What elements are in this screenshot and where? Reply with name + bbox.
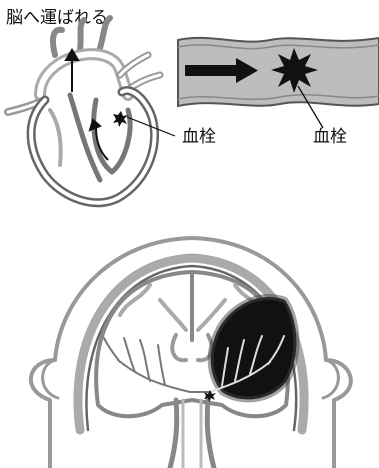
flow-arrow-shaft bbox=[185, 65, 237, 76]
left-ventricle-wall bbox=[94, 100, 130, 172]
head-diagram bbox=[31, 238, 351, 468]
vessel-diagram bbox=[178, 38, 379, 128]
ear-left bbox=[43, 360, 58, 398]
ear-right bbox=[323, 360, 338, 398]
brainstem bbox=[170, 400, 214, 468]
heart-diagram bbox=[8, 18, 160, 203]
heart-clot-marker bbox=[113, 111, 175, 136]
clot-star-small bbox=[113, 111, 128, 127]
